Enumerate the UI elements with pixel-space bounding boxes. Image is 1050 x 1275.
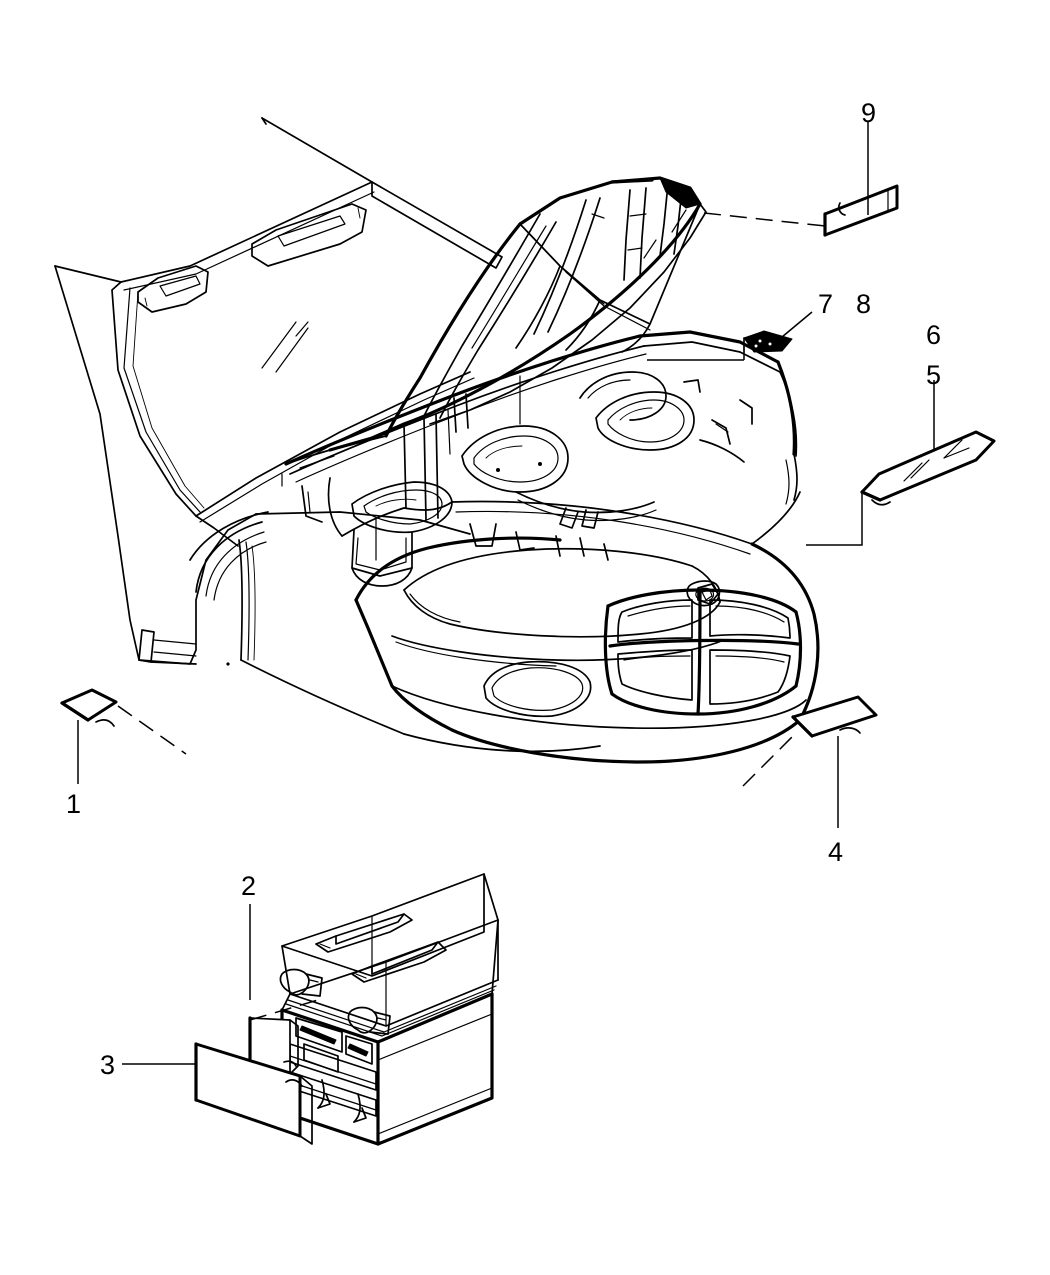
vehicle-body xyxy=(54,117,601,753)
engine-compartment xyxy=(281,330,798,605)
label-1 xyxy=(60,688,118,727)
leader-5-6-bay xyxy=(806,492,863,546)
battery xyxy=(279,873,499,1146)
front-bumper xyxy=(354,453,820,764)
callout-number-1: 1 xyxy=(66,789,82,819)
leader-2-dash xyxy=(249,999,319,1021)
leader-9-hood xyxy=(703,212,826,227)
hood-inner-panel xyxy=(285,176,707,469)
callout-number-4: 4 xyxy=(828,837,844,867)
leader-1-dash xyxy=(117,705,187,755)
label-7-8 xyxy=(743,330,793,353)
leader-4-dash xyxy=(742,735,794,787)
callout-number-7: 7 xyxy=(818,289,834,319)
callout-number-2: 2 xyxy=(241,871,257,901)
label-4 xyxy=(791,695,878,738)
callout-number-5: 5 xyxy=(926,360,942,390)
callout-number-3: 3 xyxy=(100,1050,116,1080)
leader-7 xyxy=(775,311,813,343)
label-5-6 xyxy=(860,430,996,506)
label-9 xyxy=(823,184,899,237)
label-2 xyxy=(248,1016,299,1075)
label-3 xyxy=(194,1042,313,1145)
callout-number-8: 8 xyxy=(856,289,872,319)
callout-number-6: 6 xyxy=(926,320,942,350)
callout-number-9: 9 xyxy=(861,98,877,128)
